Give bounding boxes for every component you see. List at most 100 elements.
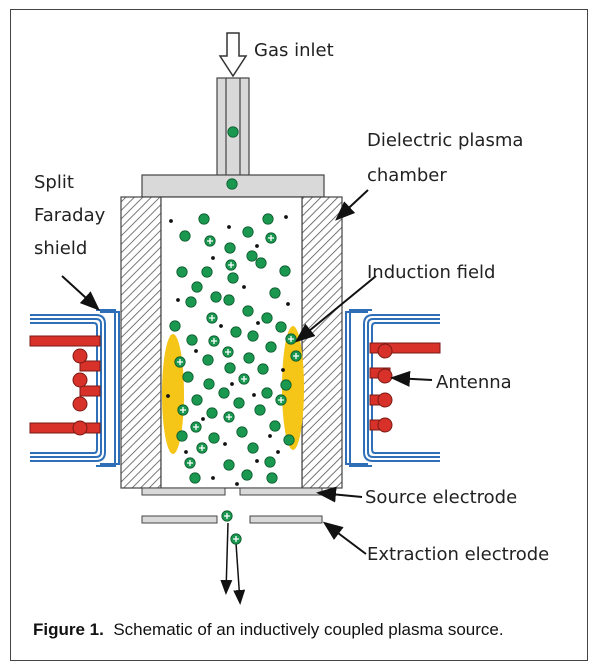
faraday-shield-right [345, 309, 440, 467]
ion-plus-sign [228, 262, 234, 268]
neutral-particle [236, 426, 248, 438]
electron-dot [268, 434, 272, 438]
neutral-particle [224, 242, 236, 254]
neutral-particle [257, 363, 269, 375]
electron-dot [255, 244, 259, 248]
neutral-particle [189, 472, 201, 484]
beam-arrow-1 [220, 522, 233, 595]
ion-plus-sign [211, 338, 217, 344]
electron-dot [281, 368, 285, 372]
ion-plus-sign [207, 238, 213, 244]
neutral-particle [218, 387, 230, 399]
neutral-particle [182, 371, 194, 383]
electron-dot [176, 298, 180, 302]
electron-dot [219, 324, 223, 328]
label-extraction-electrode: Extraction electrode [367, 544, 549, 565]
electron-dot [227, 225, 231, 229]
callout-induction [294, 275, 377, 343]
neutral-particle [226, 178, 238, 190]
neutral-particle [206, 407, 218, 419]
label-source-electrode: Source electrode [365, 487, 517, 508]
label-faraday-3: shield [34, 238, 87, 259]
ion-plus-sign [199, 445, 205, 451]
neutral-particle [210, 291, 222, 303]
neutral-particle [186, 334, 198, 346]
electron-dot [252, 393, 256, 397]
electron-dot [223, 442, 227, 446]
callout-source-electrode [316, 486, 363, 503]
neutral-particle [247, 330, 259, 342]
neutral-particle [243, 352, 255, 364]
label-antenna: Antenna [436, 372, 512, 393]
ion-plus-sign [180, 407, 186, 413]
neutral-particle [201, 266, 213, 278]
callout-faraday [61, 275, 100, 311]
neutral-particle [191, 394, 203, 406]
neutral-particle [261, 387, 273, 399]
callout-extraction-electrode [322, 521, 367, 555]
neutral-particle [208, 432, 220, 444]
electron-dot [166, 394, 170, 398]
faraday-shield-left [30, 309, 120, 467]
electron-dot [184, 450, 188, 454]
label-faraday-1: Split [34, 172, 74, 193]
ion-plus-sign [241, 376, 247, 382]
source-electrode-right [239, 487, 323, 496]
extraction-electrode-left [141, 515, 218, 524]
electron-dot [211, 476, 215, 480]
neutral-particle [254, 404, 266, 416]
antenna-right [369, 342, 441, 433]
figure-caption: Figure 1. Schematic of an inductively co… [33, 620, 573, 640]
label-dielectric-2: chamber [367, 165, 447, 186]
neutral-particle [233, 397, 245, 409]
label-gas-inlet: Gas inlet [254, 40, 334, 61]
neutral-particle [223, 294, 235, 306]
ion-plus-sign [225, 349, 231, 355]
neutral-particle [275, 321, 287, 333]
ion-plus-sign [288, 336, 294, 342]
neutral-particle [242, 305, 254, 317]
antenna-left [29, 335, 101, 436]
plasma-particles [166, 126, 302, 545]
electron-dot [255, 459, 259, 463]
neutral-particle [246, 250, 258, 262]
neutral-particle [179, 230, 191, 242]
callout-dielectric [335, 189, 369, 221]
neutral-particle [266, 472, 278, 484]
beam-arrow-2 [233, 542, 246, 605]
neutral-particle [269, 287, 281, 299]
neutral-particle [279, 265, 291, 277]
chamber-wall-left [120, 196, 162, 489]
ion-plus-sign [233, 536, 239, 542]
ion-plus-sign [209, 315, 215, 321]
ion-plus-sign [177, 359, 183, 365]
neutral-particle [262, 213, 274, 225]
neutral-particle [203, 378, 215, 390]
caption-prefix: Figure 1. [33, 620, 104, 639]
ion-plus-sign [268, 235, 274, 241]
neutral-particle [283, 434, 295, 446]
neutral-particle [176, 430, 188, 442]
caption-text: Schematic of an inductively coupled plas… [113, 620, 504, 639]
neutral-particle [264, 456, 276, 468]
neutral-particle [198, 213, 210, 225]
ion-plus-sign [193, 424, 199, 430]
electron-dot [284, 215, 288, 219]
gas-inlet-arrow [218, 32, 248, 78]
electron-dot [242, 285, 246, 289]
source-electrode-left [141, 487, 226, 496]
neutral-particle [224, 362, 236, 374]
neutral-particle [280, 379, 292, 391]
electron-dot [169, 219, 173, 223]
neutral-particle [202, 354, 214, 366]
neutral-particle [227, 272, 239, 284]
neutral-particle [176, 266, 188, 278]
chamber-wall-right [301, 196, 343, 489]
neutral-particle [227, 126, 239, 138]
callout-antenna [390, 370, 433, 387]
neutral-particle [230, 326, 242, 338]
neutral-particle [269, 420, 281, 432]
neutral-particle [241, 469, 253, 481]
ion-plus-sign [224, 513, 230, 519]
